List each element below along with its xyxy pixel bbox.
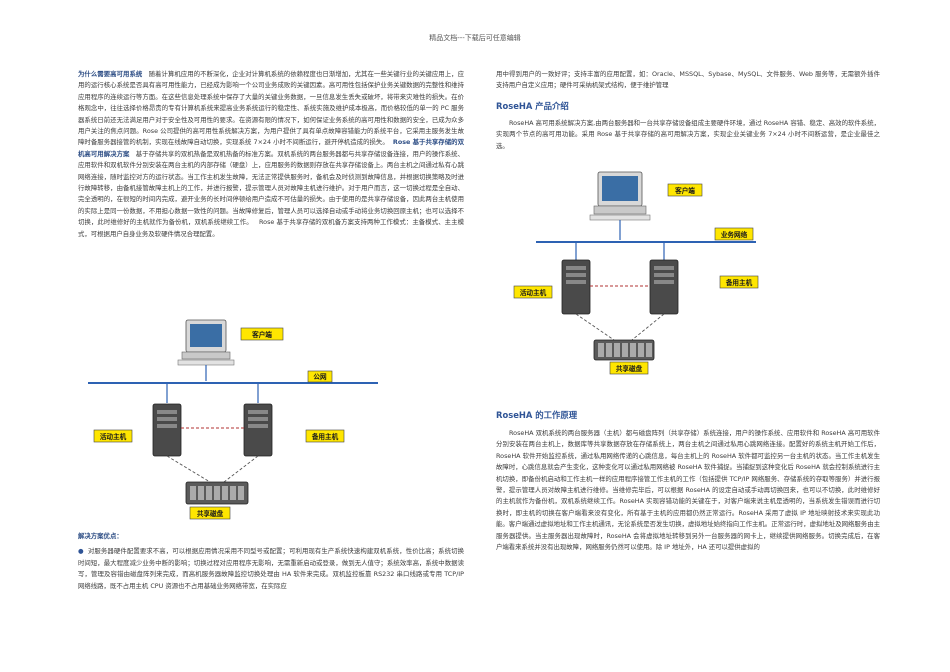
standby-host-label-box bbox=[719, 275, 759, 289]
principle-heading: RoseHA 的工作原理 bbox=[496, 410, 578, 420]
shared-disk-array-icon bbox=[185, 481, 249, 505]
client-label-box bbox=[667, 183, 703, 197]
client-label-box bbox=[240, 327, 284, 341]
principle-section: RoseHA 双机系统的两台服务器（主机）都与磁盘阵列（共享存储）系统连接，用户… bbox=[496, 428, 880, 553]
product-heading: RoseHA 产品介绍 bbox=[496, 101, 569, 111]
storage-label-box bbox=[189, 506, 231, 520]
left-topology-diagram: 客户端 公网 活动主机 备用主机 共享磁盘 bbox=[88, 319, 378, 520]
network-label: 公网 bbox=[313, 373, 327, 381]
shared-storage-title: Rose 基于共享存储的双机高可用解决方案 bbox=[78, 138, 464, 158]
client-computer-icon bbox=[177, 319, 235, 366]
network-label: 业务网络 bbox=[721, 230, 748, 239]
solution-body: 对服务器硬件配置要求不高，可以根据应用情况采用不同型号或配置；可利用现有生产系统… bbox=[78, 547, 464, 590]
storage-label: 共享磁盘 bbox=[197, 509, 224, 518]
product-body: RoseHA 高可用系统解决方案,由两台服务器和一台共享存储设备组成主要硬件环境… bbox=[496, 119, 880, 150]
why-ha-body: 随着计算机应用的不断深化，企业对计算机系统的依赖程度也日渐增加，尤其在一些关键行… bbox=[78, 70, 464, 147]
why-ha-paragraph: 为什么需要高可用系统 随着计算机应用的不断深化，企业对计算机系统的依赖程度也日渐… bbox=[78, 69, 464, 240]
standby-host-server-icon bbox=[243, 403, 273, 457]
network-label-box bbox=[307, 370, 333, 383]
standby-host-label: 备用主机 bbox=[725, 278, 753, 287]
right-topology-diagram: 客户端 业务网络 活动主机 备用主机 共享磁盘 bbox=[513, 171, 759, 375]
shared-storage-tail: Rose 基于共享存储的双机备方案支持两种工作模式：主备模式、主主模式，可根据用… bbox=[78, 218, 465, 238]
client-computer-icon bbox=[589, 171, 651, 221]
active-host-label-box bbox=[93, 429, 133, 443]
right-intro: 用中得到用户的一致好评；支持丰富的应用配置，如：Oracle、MSSQL、Syb… bbox=[496, 69, 880, 92]
why-ha-title: 为什么需要高可用系统 bbox=[78, 70, 143, 78]
solution-body-paragraph: ● 对服务器硬件配置要求不高，可以根据应用情况采用不同型号或配置；可利用现有生产… bbox=[78, 546, 464, 592]
active-host-server-icon bbox=[152, 403, 182, 457]
solution-section: 解决方案优点： ● 对服务器硬件配置要求不高，可以根据应用情况采用不同型号或配置… bbox=[78, 531, 464, 592]
storage-label-box bbox=[609, 361, 649, 375]
network-label-box bbox=[714, 227, 754, 241]
active-host-label: 活动主机 bbox=[520, 288, 547, 297]
storage-label: 共享磁盘 bbox=[616, 364, 643, 373]
product-section: RoseHA 高可用系统解决方案,由两台服务器和一台共享存储设备组成主要硬件环境… bbox=[496, 118, 880, 152]
active-host-label-box bbox=[513, 285, 553, 299]
shared-disk-array-icon bbox=[593, 339, 655, 361]
principle-body: RoseHA 双机系统的两台服务器（主机）都与磁盘阵列（共享存储）系统连接，用户… bbox=[496, 429, 880, 552]
standby-host-server-icon bbox=[649, 259, 679, 315]
standby-host-label: 备用主机 bbox=[311, 432, 339, 441]
client-label: 客户端 bbox=[251, 330, 272, 339]
shared-storage-body: 基于存储共享的双机热备是双机热备的标准方案。双机系统的两台服务器都与共享存储设备… bbox=[78, 149, 464, 227]
page-header: 精品文档---下载后可任意编辑 bbox=[429, 34, 521, 42]
active-host-server-icon bbox=[561, 259, 591, 315]
left-column: 为什么需要高可用系统 随着计算机应用的不断深化，企业对计算机系统的依赖程度也日渐… bbox=[78, 69, 464, 240]
bullet-icon: ● bbox=[78, 547, 84, 556]
right-intro-text: 用中得到用户的一致好评；支持丰富的应用配置，如：Oracle、MSSQL、Syb… bbox=[496, 70, 880, 90]
client-label: 客户端 bbox=[674, 186, 695, 195]
standby-host-label-box bbox=[305, 429, 345, 443]
solution-title: 解决方案优点： bbox=[78, 532, 123, 540]
active-host-label: 活动主机 bbox=[100, 432, 127, 441]
